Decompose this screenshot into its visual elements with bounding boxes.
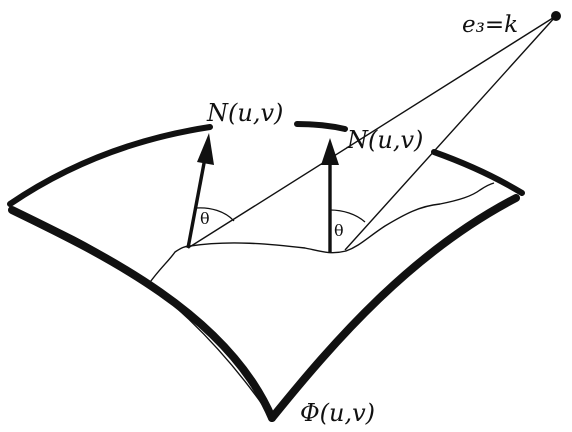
apex-label: e₃=k — [462, 12, 518, 38]
surface-boundary-top-left — [7, 124, 213, 207]
surface-inner-edge-right — [282, 199, 511, 405]
surface-boundary-right — [268, 194, 520, 422]
line-to-apex-left — [187, 15, 557, 249]
apex-point — [551, 11, 561, 21]
line-to-apex-right — [344, 15, 557, 251]
normal-right-label: N(u,v) — [346, 126, 423, 154]
angle-arc-left — [195, 207, 235, 222]
surface-inner-edge-left — [15, 211, 263, 405]
surface-boundary-top-right — [431, 149, 525, 196]
angle-left-label: θ — [200, 209, 210, 228]
angle-arc-right — [329, 209, 366, 223]
angle-right-label: θ — [334, 221, 344, 240]
normal-left-label: N(u,v) — [206, 99, 283, 127]
normal-vector-left-arrowhead — [197, 133, 214, 165]
surface-label: Φ(u,v) — [300, 399, 375, 427]
surface-boundary-left — [8, 206, 276, 422]
normal-vector-right-arrowhead — [321, 138, 339, 165]
surface-curve — [147, 182, 495, 286]
normal-vector-left-shaft — [186, 157, 207, 249]
surface-boundary-top-middle — [294, 121, 348, 132]
